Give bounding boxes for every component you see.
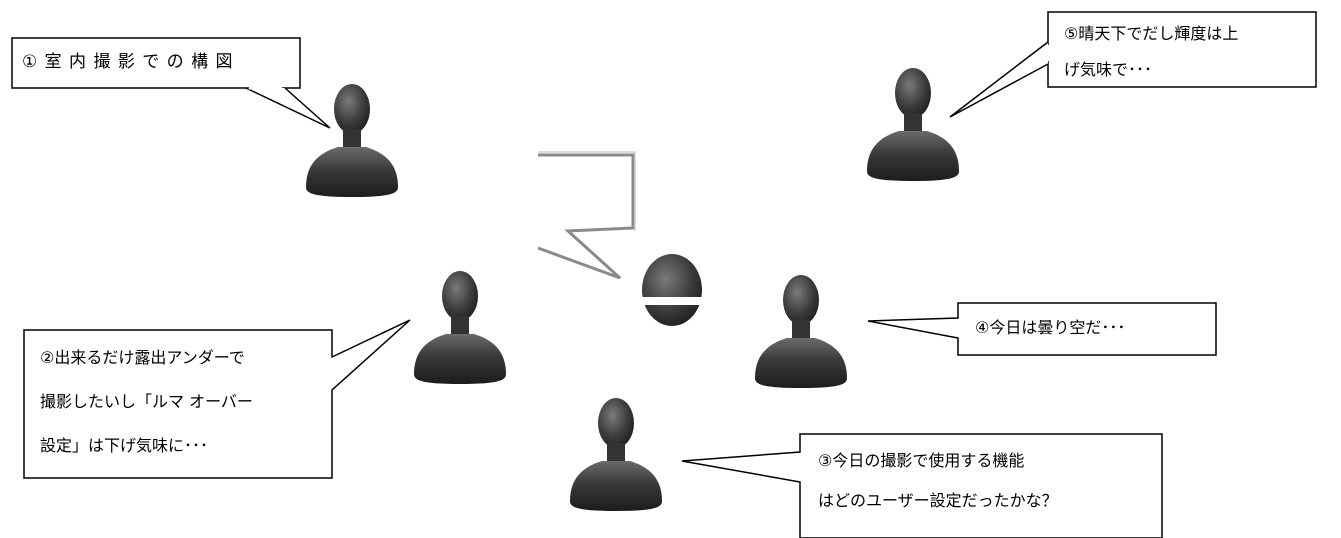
center-cropped-image [537,125,704,326]
speech-bubble-2 [23,319,411,479]
bubble-2-text: ②出来るだけ露出アンダーで 撮影したいし「ルマ オーバー 設定」は下げ気味に･･… [40,348,253,455]
person-4 [755,275,847,388]
person-center [640,254,704,326]
bubble-1-text: ① 室 内 撮 影 で の 構 図 [22,52,234,72]
person-5 [867,68,959,181]
speech-bubble-5 [949,11,1317,118]
bubble-3-text: ③今日の撮影で使用する機能 はどのユーザー設定だったかな？ [818,451,1058,510]
person-2 [414,271,506,384]
person-1 [306,84,398,197]
bubble-5-text: ⑤晴天下でだし輝度は上 げ気味で･･･ [1064,24,1239,79]
speech-bubble-1 [11,37,331,129]
bubble-4-text: ④今日は曇り空だ･･･ [975,318,1126,337]
person-3 [570,398,662,511]
speech-bubble-4 [867,302,1217,356]
speech-bubble-3 [681,433,1163,538]
